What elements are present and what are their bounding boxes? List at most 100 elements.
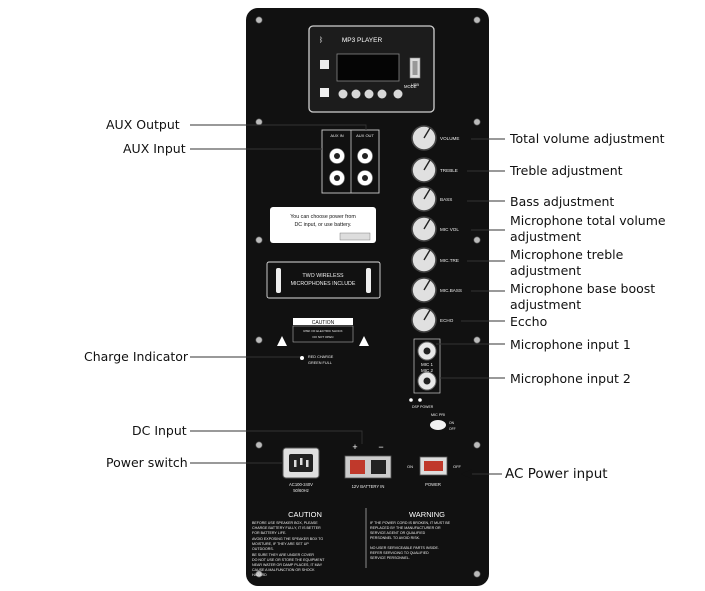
knob-treble[interactable]: TREBLE <box>411 157 458 183</box>
svg-text:DO NOT USE OR STORE THE EQUIPM: DO NOT USE OR STORE THE EQUIPMENT <box>252 558 325 562</box>
svg-text:REFER SERVICING TO QUALIFIED: REFER SERVICING TO QUALIFIED <box>370 551 429 555</box>
bluetooth-icon: ᛒ <box>319 36 323 44</box>
svg-text:FOR BATTERY LIFE.: FOR BATTERY LIFE. <box>252 531 286 535</box>
dsp-indicators: DSP POWER <box>409 398 434 409</box>
svg-text:MICROPHONES INCLUDE: MICROPHONES INCLUDE <box>291 281 356 287</box>
screw-icon <box>255 441 263 449</box>
callout-mic-treble-line2: adjustment <box>510 263 582 278</box>
panel-body <box>246 8 489 586</box>
knob-mic-bass[interactable]: MIC.BASS <box>411 277 462 303</box>
warning-body: IF THE POWER CORD IS BROKEN, IT MUST BE … <box>370 521 451 560</box>
callout-total-volume: Total volume adjustment <box>510 131 665 146</box>
svg-text:RISK OF ELECTRIC SHOCK: RISK OF ELECTRIC SHOCK <box>303 329 342 333</box>
charge-led-icon <box>300 356 304 360</box>
screw-icon <box>255 336 263 344</box>
mp3-title: MP3 PLAYER <box>342 37 383 44</box>
knob-volume[interactable]: VOLUME <box>411 125 459 151</box>
svg-text:DSP POWER: DSP POWER <box>412 405 434 409</box>
svg-text:12V BATTERY IN: 12V BATTERY IN <box>352 484 385 489</box>
knob-mic-treble[interactable]: MIC.TRE <box>411 247 459 273</box>
screw-icon <box>473 16 481 24</box>
charge-indicator: RED CHARGE GREEN FULL <box>300 355 334 365</box>
screw-icon <box>473 118 481 126</box>
prev-button[interactable] <box>338 89 348 99</box>
svg-text:You can choose power from: You can choose power from <box>290 214 356 220</box>
screw-icon <box>255 16 263 24</box>
svg-text:DO NOT OPEN: DO NOT OPEN <box>313 335 334 339</box>
svg-text:IF THE POWER CORD IS BROKEN, I: IF THE POWER CORD IS BROKEN, IT MUST BE <box>370 521 451 525</box>
svg-text:ECHO: ECHO <box>440 318 454 323</box>
callout-mic-total-volume-line1: Microphone total volume <box>510 213 666 228</box>
aux-in-label: AUX IN <box>330 133 343 138</box>
callout-mic-input-1: Microphone input 1 <box>510 337 631 352</box>
dc-battery-input[interactable]: + − 12V BATTERY IN <box>344 442 392 489</box>
svg-text:AVOID EXPOSING THE SPEAKER BOX: AVOID EXPOSING THE SPEAKER BOX TO <box>252 537 323 541</box>
svg-text:CAUSE A MALFUNCTION OR SHOCK: CAUSE A MALFUNCTION OR SHOCK <box>252 568 315 572</box>
leader-aux-output <box>190 124 367 130</box>
svg-text:AC100-240V: AC100-240V <box>289 482 313 487</box>
screw-icon <box>255 570 263 578</box>
small-caution-label: CAUTION RISK OF ELECTRIC SHOCK DO NOT OP… <box>277 318 369 346</box>
callout-bass: Bass adjustment <box>510 194 615 209</box>
svg-text:MIC 1: MIC 1 <box>421 362 433 367</box>
callout-mic-total-volume-line2: adjustment <box>510 229 582 244</box>
callout-power-switch: Power switch <box>106 455 188 470</box>
svg-text:POWER: POWER <box>425 482 441 487</box>
svg-text:MIC.TRE: MIC.TRE <box>440 258 459 263</box>
knob-bass[interactable]: BASS <box>411 186 452 212</box>
svg-text:SERVICE AGENT OR QUALIFIED: SERVICE AGENT OR QUALIFIED <box>370 531 426 535</box>
caution-body: BEFORE USE SPEAKER BOX, PLEASE CHARGE BA… <box>252 521 325 577</box>
screw-icon <box>473 441 481 449</box>
svg-text:REPLACED BY THE MANUFACTURER O: REPLACED BY THE MANUFACTURER OR <box>370 526 441 530</box>
callout-charge-indicator: Charge Indicator <box>84 349 189 364</box>
callout-mic-treble: Microphone treble adjustment <box>510 247 623 279</box>
ac-power-socket[interactable]: AC100-240V 50/60Hz <box>282 447 320 493</box>
microphone-icon <box>276 268 281 293</box>
screws <box>255 16 481 578</box>
svg-text:CHARGE BATTERY FULLY, IT IS BE: CHARGE BATTERY FULLY, IT IS BETTER <box>252 526 321 530</box>
usb-label: USB <box>411 82 420 87</box>
callout-mic-total-volume: Microphone total volume adjustment <box>510 213 666 245</box>
svg-text:MOISTURE, IF THEY ARE SET UP: MOISTURE, IF THEY ARE SET UP <box>252 542 309 546</box>
play-pause-button[interactable] <box>364 89 374 99</box>
screw-icon <box>255 118 263 126</box>
svg-text:+: + <box>352 442 357 452</box>
svg-text:BASS: BASS <box>440 197 452 202</box>
knob-echo[interactable]: ECHO <box>411 307 454 333</box>
callout-aux-output: AUX Output <box>106 117 180 132</box>
svg-text:BE SURE THEY ARE UNDER COVER: BE SURE THEY ARE UNDER COVER <box>252 553 314 557</box>
battery-illustration <box>339 232 371 241</box>
callout-ac-power-input: AC Power input <box>505 466 608 482</box>
svg-text:NEAR WATER OR DAMP PLACES, IT: NEAR WATER OR DAMP PLACES, IT MAY <box>252 563 323 567</box>
warning-triangle-icon <box>277 336 287 346</box>
power-switch[interactable]: ON OFF POWER <box>407 456 462 487</box>
power-note: You can choose power from DC input, or u… <box>270 207 376 243</box>
ir-sensor-icon <box>320 60 329 69</box>
mp3-buttons <box>338 89 403 99</box>
callout-mic-input-2: Microphone input 2 <box>510 371 631 386</box>
mode-button[interactable] <box>393 89 403 99</box>
svg-text:OUTDOORS.: OUTDOORS. <box>252 547 274 551</box>
mp3-player-module: MP3 PLAYER ᛒ USB MODE <box>308 25 435 113</box>
knob-mic-vol[interactable]: MIC VOL <box>411 216 459 242</box>
svg-text:MIC VOL: MIC VOL <box>440 227 459 232</box>
svg-text:ON: ON <box>407 464 413 469</box>
screw-icon <box>473 336 481 344</box>
svg-text:TWO WIRELESS: TWO WIRELESS <box>302 273 344 279</box>
svg-text:BEFORE USE SPEAKER BOX, PLEASE: BEFORE USE SPEAKER BOX, PLEASE <box>252 521 318 525</box>
svg-text:MIC PRI: MIC PRI <box>431 413 445 417</box>
svg-text:SERVICE PERSONNEL.: SERVICE PERSONNEL. <box>370 556 410 560</box>
svg-text:−: − <box>378 442 383 452</box>
svg-text:CAUTION: CAUTION <box>312 320 335 326</box>
knob-column: VOLUME TREBLE BASS MIC VOL MIC.TRE MIC.B… <box>411 125 462 333</box>
repeat-button[interactable] <box>377 89 387 99</box>
warning-triangle-icon <box>359 336 369 346</box>
screw-icon <box>473 236 481 244</box>
svg-text:RED CHARGE: RED CHARGE <box>308 355 334 359</box>
callout-treble: Treble adjustment <box>510 163 623 178</box>
mic-priority-switch[interactable]: MIC PRI ON OFF <box>430 413 456 431</box>
svg-text:DC input, or use battery.: DC input, or use battery. <box>294 222 351 228</box>
leader-lines <box>190 124 505 475</box>
next-button[interactable] <box>351 89 361 99</box>
